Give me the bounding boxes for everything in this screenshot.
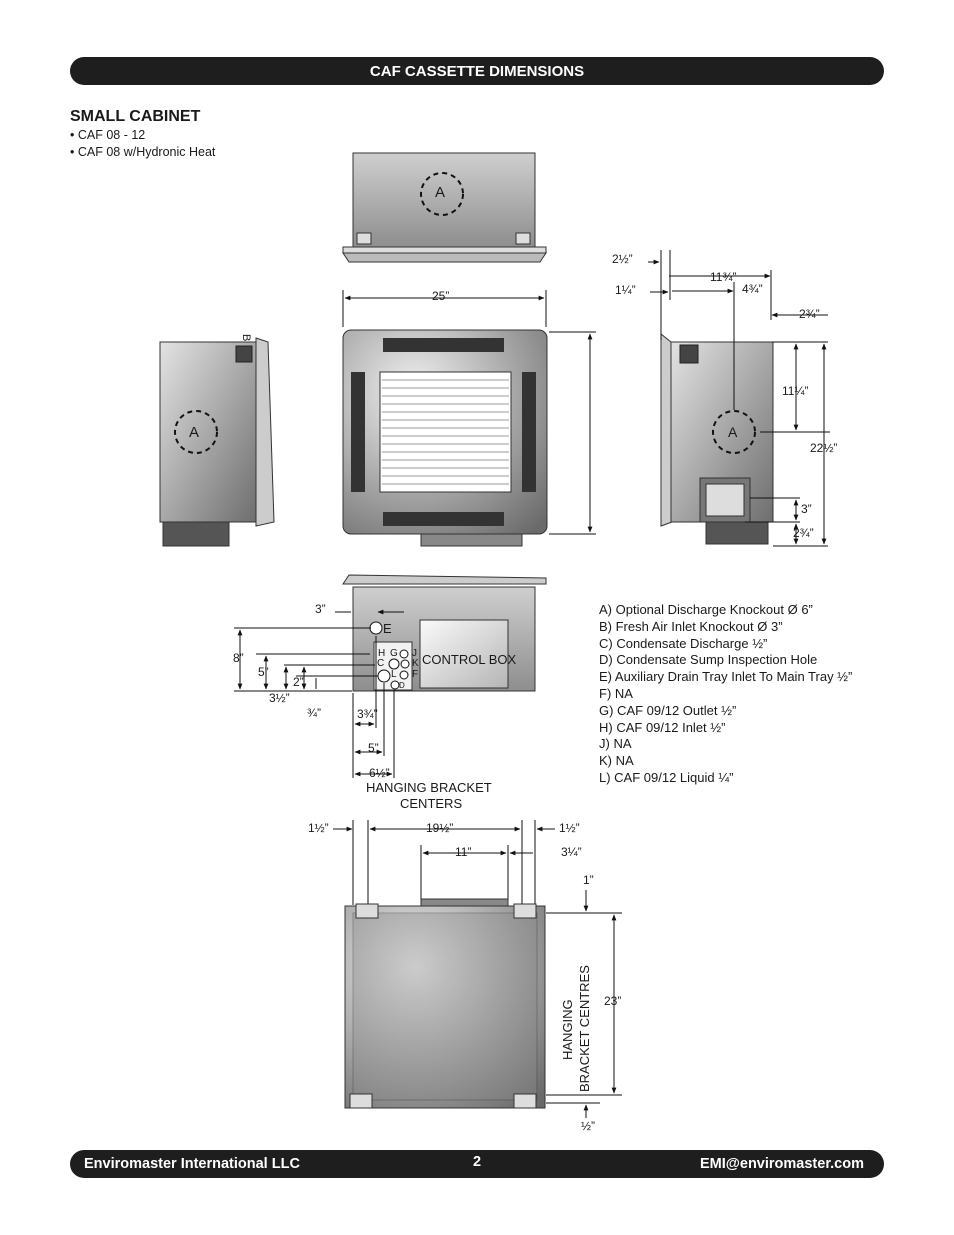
label-h: H [378, 648, 385, 659]
footer-company: Enviromaster International LLC [84, 1156, 300, 1172]
dim-22-5: 22½” [810, 441, 837, 455]
dim-front-8: 8” [233, 651, 244, 665]
dim-2-75: 2¾” [799, 307, 820, 321]
dim-25: 25” [432, 289, 449, 303]
control-box-label: CONTROL BOX [422, 652, 516, 667]
label-a: A [435, 184, 445, 201]
dim-front-5: 5” [258, 665, 269, 679]
front-view: CONTROL BOX E H G J C K L F D [233, 574, 547, 811]
dim-2-5: 2½” [612, 252, 633, 266]
label-b: B [240, 334, 252, 341]
label-a: A [728, 424, 738, 440]
legend-item: K) NA [599, 753, 634, 769]
label-k: K [412, 658, 419, 669]
footer-email: EMI@enviromaster.com [699, 1156, 864, 1172]
legend-item: F) NA [599, 685, 633, 701]
model-bullet: • CAF 08 - 12 [70, 128, 146, 142]
dim-4-75: 4¾” [742, 282, 763, 296]
plan-view: 25” [342, 289, 596, 547]
dim-bot-11: 11” [455, 845, 471, 859]
bottom-plan-view: 1½” 19½” 1½” 11” 3¼” 1” 23” ½” HANGING B… [308, 820, 622, 1133]
dim-11-25: 11¼” [782, 384, 808, 398]
dim-1-25: 1¼” [615, 283, 636, 297]
legend-item: G) CAF 09/12 Outlet ½” [599, 702, 737, 718]
hanging-bracket-label: CENTERS [400, 796, 462, 811]
label-a: A [189, 424, 199, 441]
dim-front-3: 3” [315, 602, 326, 616]
dim-front-6-5: 6½” [369, 766, 390, 780]
label-d: D [399, 681, 405, 690]
hanging-bracket-centres-label: HANGING [560, 999, 575, 1060]
label-g: G [390, 648, 398, 659]
legend-item: D) Condensate Sump Inspection Hole [599, 652, 818, 668]
dim-front-3-75: 3¾” [357, 707, 378, 721]
left-side-view: A B [159, 334, 275, 547]
dim-bot-3-25: 3¼” [561, 845, 582, 859]
legend-item: L) CAF 09/12 Liquid ¼” [599, 769, 734, 785]
label-c: C [377, 658, 384, 669]
dim-front-3-5: 3½” [269, 691, 290, 705]
dim-11-75: 11¾” [710, 270, 736, 284]
section-header-banner: CAF CASSETTE DIMENSIONS [70, 57, 884, 85]
label-e: E [383, 621, 392, 636]
hanging-bracket-centres-label: BRACKET CENTRES [577, 965, 592, 1092]
dim-bot-1-5b: 1½” [559, 821, 580, 835]
label-f: F [412, 669, 418, 680]
legend-item: A) Optional Discharge Knockout Ø 6” [599, 602, 813, 617]
page-footer: Enviromaster International LLC 2 EMI@env… [70, 1150, 884, 1178]
dim-bot-19-5: 19½” [426, 821, 453, 835]
dim-3: 3” [801, 502, 812, 516]
label-j: J [412, 648, 417, 659]
section-header-title: CAF CASSETTE DIMENSIONS [369, 62, 585, 80]
hanging-bracket-label: HANGING BRACKET [366, 780, 492, 795]
dim-bot-23: 23” [604, 994, 621, 1008]
dim-front-5b: 5” [368, 741, 379, 755]
dim-front-0-75: ¾” [307, 706, 321, 720]
component-legend: A) Optional Discharge Knockout Ø 6” B) F… [599, 602, 852, 787]
top-view: A [342, 152, 547, 263]
legend-item: C) Condensate Discharge ½” [599, 635, 768, 651]
dim-2-75b: 2¾” [793, 526, 814, 540]
dim-front-2: 2” [293, 675, 304, 689]
dim-bot-0-5: ½” [581, 1119, 595, 1133]
dim-bot-1: 1” [583, 873, 594, 887]
cabinet-title: SMALL CABINET [70, 108, 201, 125]
legend-item: H) CAF 09/12 Inlet ½” [599, 719, 726, 735]
legend-item: J) NA [599, 736, 632, 752]
page-number: 2 [472, 1154, 482, 1170]
model-bullet: • CAF 08 w/Hydronic Heat [70, 145, 216, 159]
legend-item: B) Fresh Air Inlet Knockout Ø 3” [599, 618, 783, 634]
right-side-view: A 2½” 11¾” 1¼” 4¾” 2¾” 11¼” 22½” 3” 2¾” [612, 250, 837, 547]
label-l: L [391, 669, 397, 680]
legend-item: E) Auxiliary Drain Tray Inlet To Main Tr… [599, 669, 853, 685]
dim-bot-1-5: 1½” [308, 821, 329, 835]
